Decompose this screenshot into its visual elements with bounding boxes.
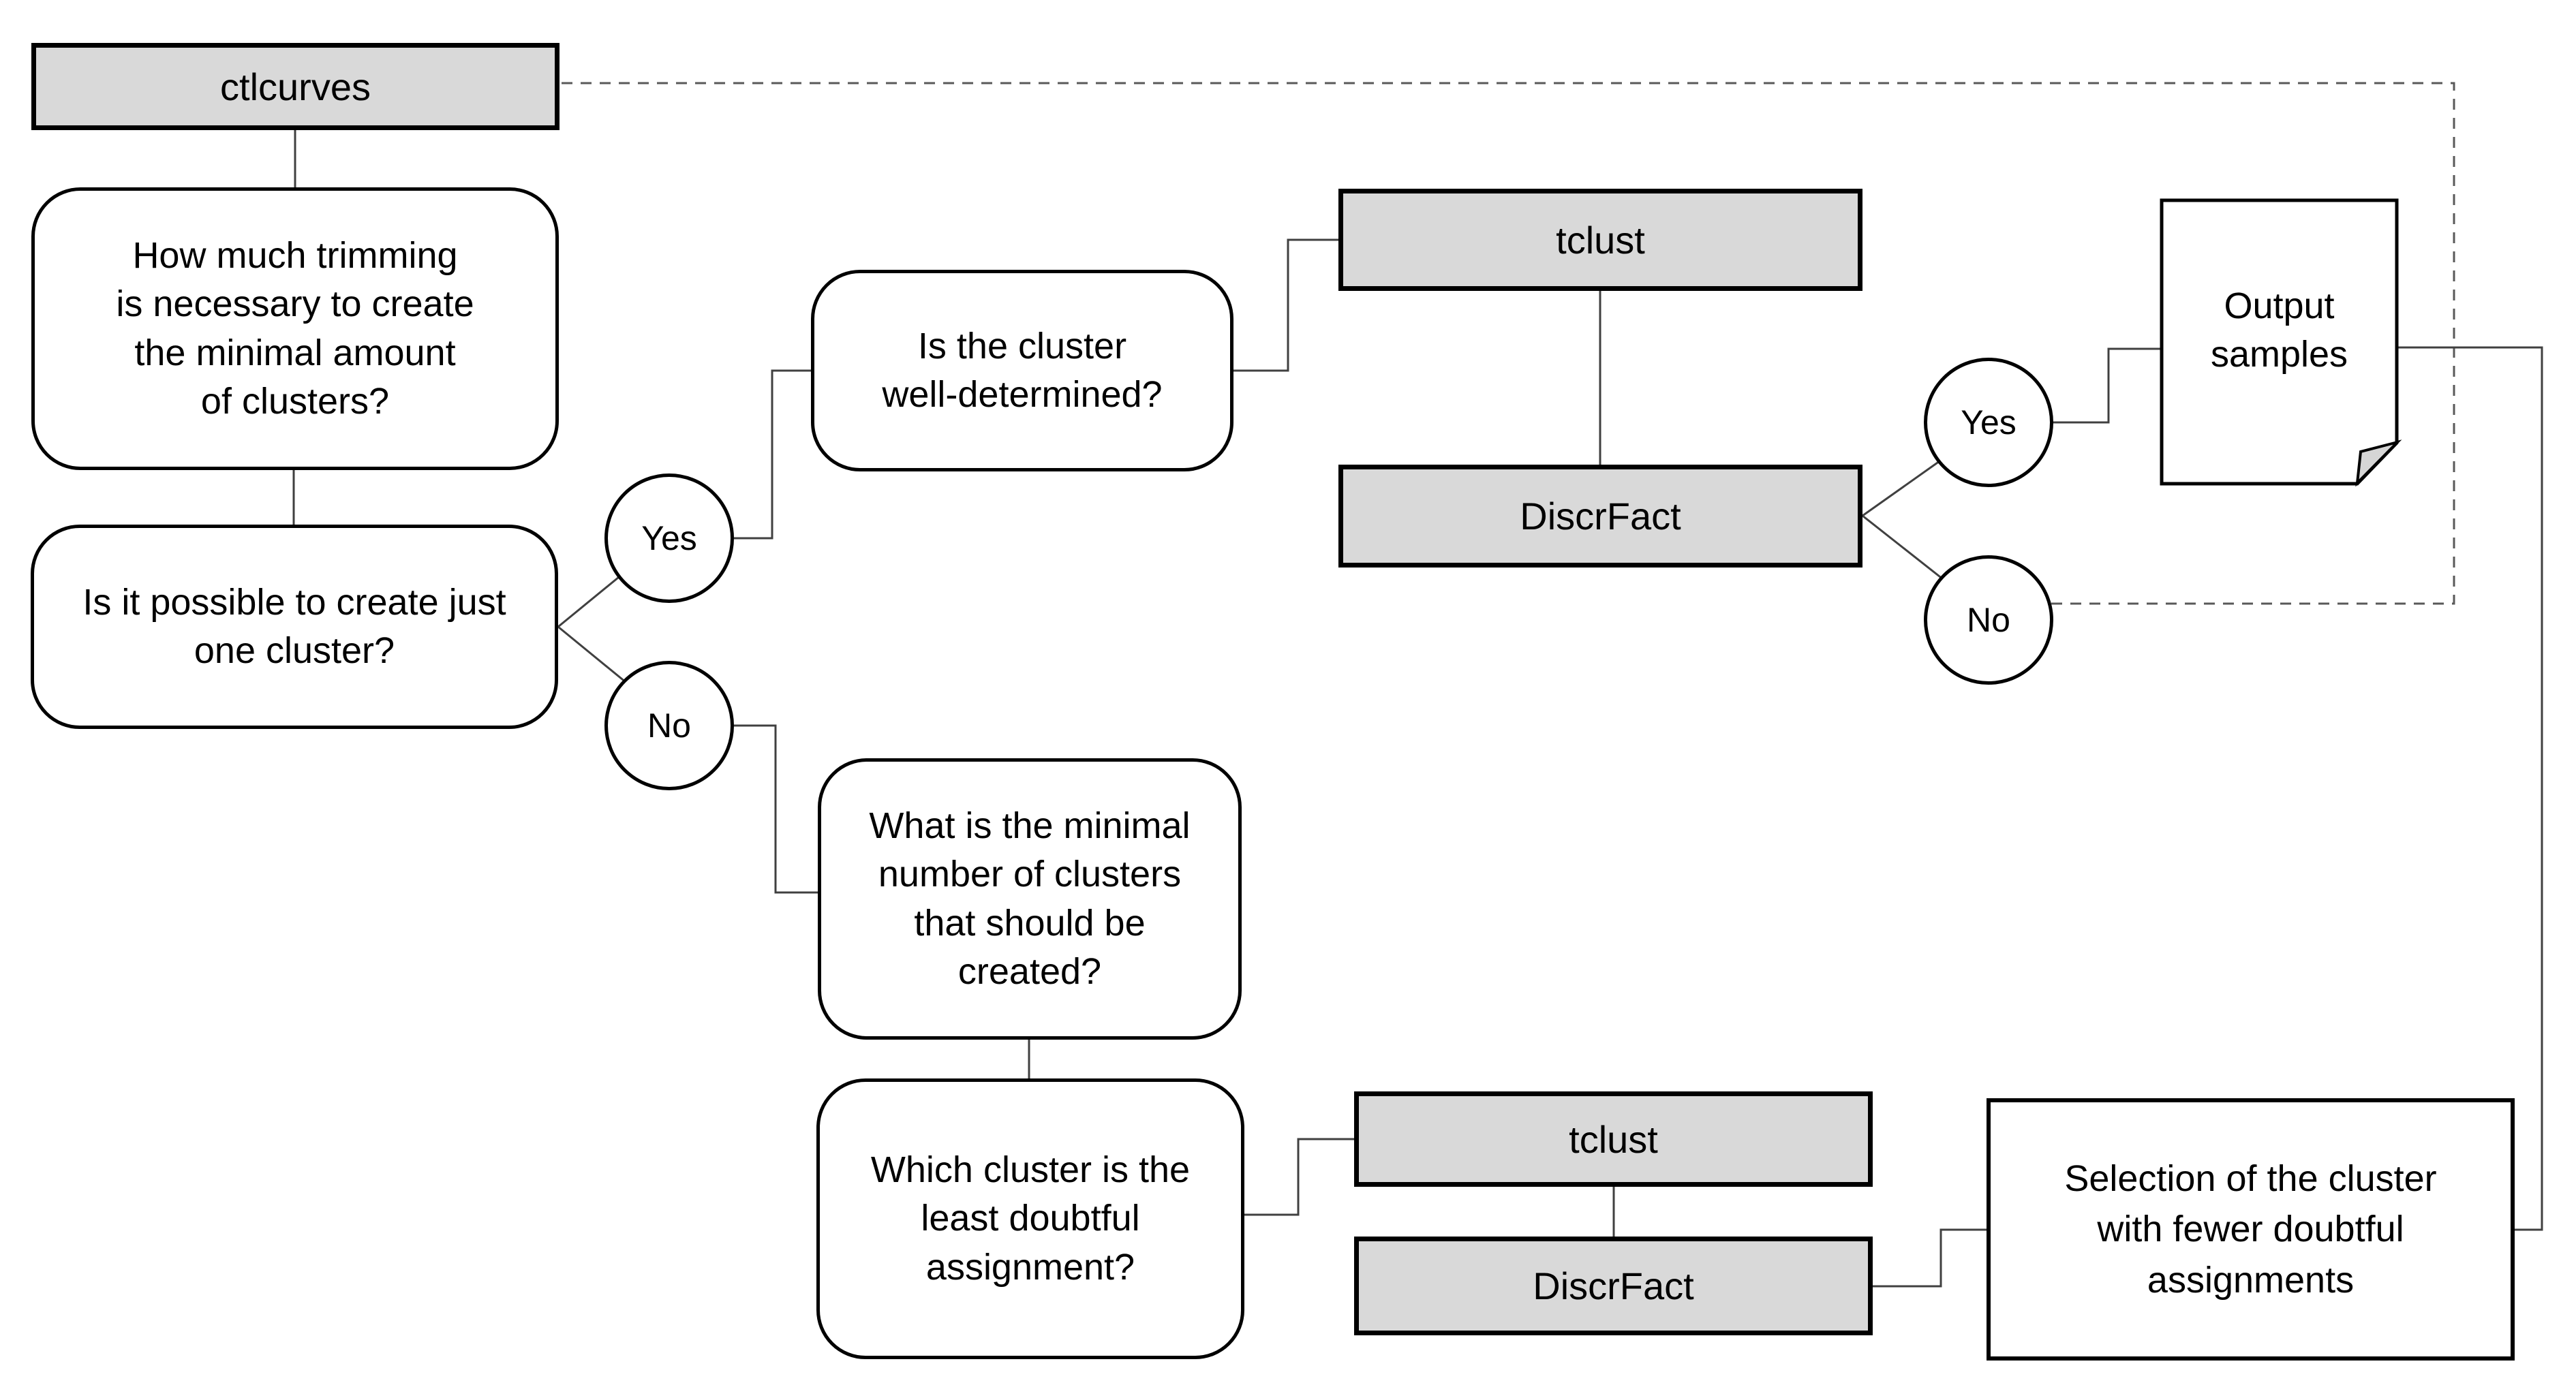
question-one-cluster-label: Is it possible to create just one cluste… (82, 581, 506, 671)
edge-no-right-to-ctlcurves-dotted (559, 82, 2455, 605)
edge-discrfact-bottom-to-selection (1873, 1228, 1987, 1288)
no-circle-left-label: No (647, 706, 691, 745)
yes-circle-right: Yes (1924, 358, 2053, 487)
output-samples-document: Output samples (2162, 273, 2397, 388)
yes-circle-left: Yes (604, 473, 734, 603)
yes-circle-right-label: Yes (1961, 403, 2017, 441)
question-trimming-label: How much trimming is necessary to create… (116, 234, 474, 422)
question-well-determined-label: Is the cluster well-determined? (882, 325, 1163, 415)
discrfact-bottom-box: DiscrFact (1354, 1237, 1873, 1335)
ctlcurves-box: ctlcurves (31, 43, 559, 130)
edge-least-doubtful-to-tclust-bottom (1244, 1138, 1354, 1216)
question-min-clusters-label: What is the minimal number of clusters t… (869, 805, 1191, 992)
yes-circle-left-label: Yes (641, 519, 697, 557)
document-folded-corner (2355, 439, 2402, 487)
edge-output-samples-to-selection (2397, 346, 2543, 1231)
question-min-clusters-box: What is the minimal number of clusters t… (818, 758, 1242, 1040)
question-one-cluster-box: Is it possible to create just one cluste… (31, 525, 558, 729)
no-circle-right-label: No (1967, 601, 2010, 639)
edge-well-determined-to-tclust-top (1233, 238, 1338, 372)
question-well-determined-box: Is the cluster well-determined? (811, 270, 1233, 471)
discrfact-top-label: DiscrFact (1520, 495, 1681, 538)
no-circle-right: No (1924, 555, 2053, 685)
output-samples-label: Output samples (2210, 285, 2348, 375)
edge-no-left-to-min-clusters (734, 724, 818, 894)
no-circle-left: No (604, 661, 734, 790)
tclust-bottom-box: tclust (1354, 1091, 1873, 1187)
edge-yes-left-to-well-determined (734, 369, 811, 540)
discrfact-bottom-label: DiscrFact (1533, 1264, 1694, 1307)
tclust-top-box: tclust (1338, 189, 1862, 291)
ctlcurves-label: ctlcurves (220, 65, 371, 108)
edge-yes-right-to-output-samples (2053, 347, 2162, 424)
tclust-bottom-label: tclust (1569, 1117, 1658, 1161)
selection-label: Selection of the cluster with fewer doub… (2064, 1157, 2437, 1301)
selection-box: Selection of the cluster with fewer doub… (1987, 1098, 2515, 1361)
tclust-top-label: tclust (1556, 218, 1645, 262)
question-least-doubtful-box: Which cluster is the least doubtful assi… (816, 1078, 1244, 1359)
question-trimming-box: How much trimming is necessary to create… (31, 187, 559, 470)
question-least-doubtful-label: Which cluster is the least doubtful assi… (870, 1149, 1191, 1288)
discrfact-top-box: DiscrFact (1338, 465, 1862, 568)
